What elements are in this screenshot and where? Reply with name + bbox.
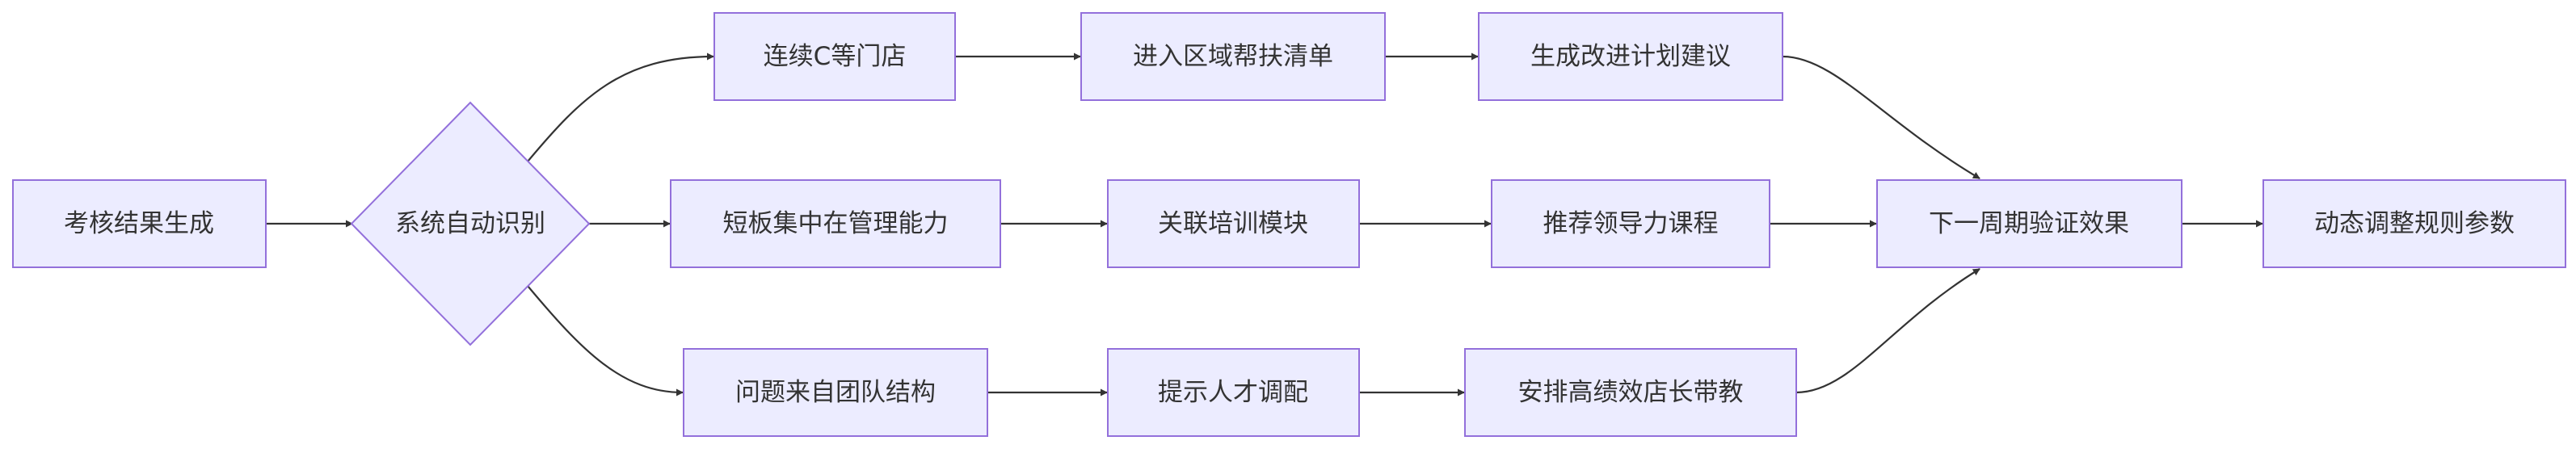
node-label: 关联培训模块: [1158, 209, 1308, 238]
nodes: 考核结果生成 系统自动识别 连续C等门店 进入区域帮扶清单 生成改进计划建议 短…: [12, 12, 2566, 437]
node-dynamic-rule-adjust: 动态调整规则参数: [2262, 179, 2566, 268]
node-regional-support-list: 进入区域帮扶清单: [1080, 12, 1386, 101]
node-label: 下一周期验证效果: [1929, 209, 2129, 238]
edge-n5-n9: [1782, 55, 1980, 179]
node-improvement-plan: 生成改进计划建议: [1478, 12, 1783, 101]
node-label: 动态调整规则参数: [2314, 209, 2515, 238]
node-training-module: 关联培训模块: [1107, 179, 1360, 268]
edge-n13-n9: [1795, 268, 1980, 394]
node-assessment-result: 考核结果生成: [12, 179, 267, 268]
node-leadership-course: 推荐领导力课程: [1491, 179, 1770, 268]
edge-n2-n11: [527, 285, 684, 397]
node-team-structure-issue: 问题来自团队结构: [683, 348, 988, 437]
node-label: 进入区域帮扶清单: [1133, 42, 1333, 71]
node-system-auto-identify: 系统自动识别: [350, 101, 591, 346]
node-label: 短板集中在管理能力: [723, 209, 949, 238]
node-talent-allocation: 提示人才调配: [1107, 348, 1360, 437]
node-mentor-store-manager: 安排高绩效店长带教: [1464, 348, 1797, 437]
node-label: 安排高绩效店长带教: [1518, 378, 1744, 407]
node-consecutive-c-stores: 连续C等门店: [713, 12, 956, 101]
edges: [267, 52, 2263, 397]
node-label: 提示人才调配: [1158, 378, 1308, 407]
node-label: 问题来自团队结构: [735, 378, 936, 407]
node-label: 生成改进计划建议: [1530, 42, 1731, 71]
node-management-weakness: 短板集中在管理能力: [670, 179, 1001, 268]
node-label: 连续C等门店: [764, 42, 907, 71]
node-label: 考核结果生成: [64, 209, 214, 238]
edge-n2-n3: [527, 52, 714, 162]
node-label: 系统自动识别: [395, 209, 545, 238]
node-next-cycle-verify: 下一周期验证效果: [1876, 179, 2182, 268]
node-label: 推荐领导力课程: [1543, 209, 1719, 238]
